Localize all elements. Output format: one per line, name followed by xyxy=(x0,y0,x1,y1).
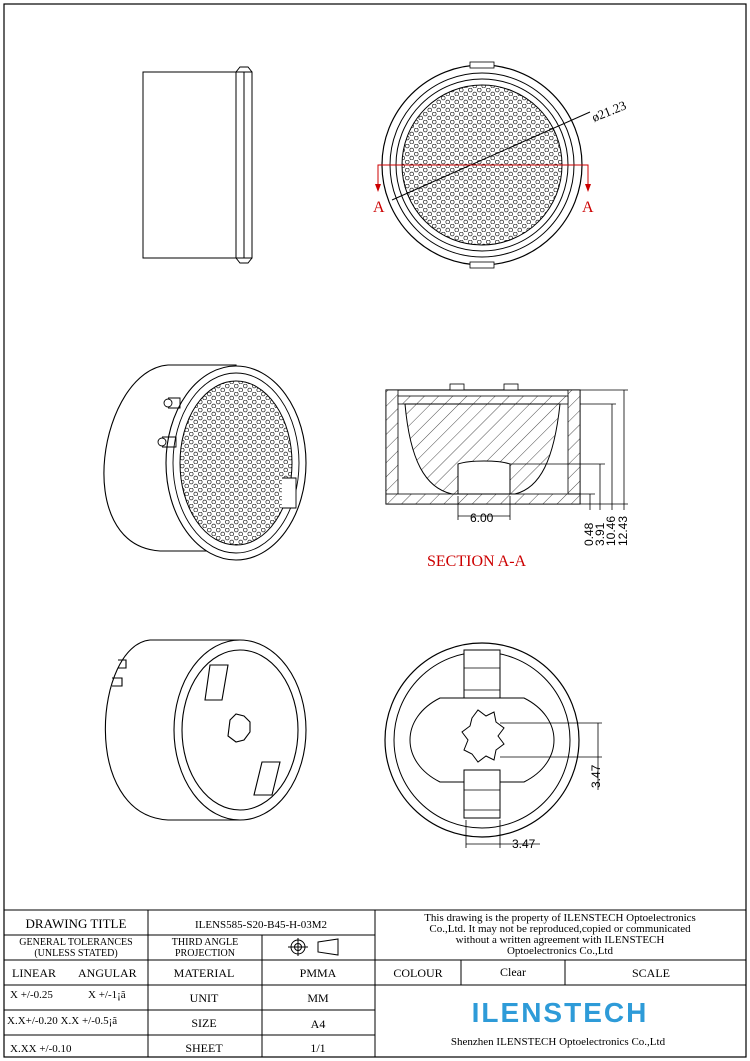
unless-stated: (UNLESS STATED) xyxy=(34,948,117,959)
section-title: SECTION A-A xyxy=(427,553,527,570)
cut-mark-right: A xyxy=(582,199,594,216)
colour-label: COLOUR xyxy=(393,966,442,980)
sheet-value: 1/1 xyxy=(310,1041,325,1055)
drawing-border xyxy=(3,3,747,1058)
company-logo: ILENSTECH xyxy=(472,997,649,1028)
drawing-title: ILENS585-S20-B45-H-03M2 xyxy=(195,919,327,931)
unit-label: UNIT xyxy=(190,991,219,1005)
colour-value: Clear xyxy=(500,965,526,979)
company-name: Shenzhen ILENSTECH Optoelectronics Co.,L… xyxy=(451,1036,666,1048)
tolerance-row-3: X.XX +/-0.10 xyxy=(10,1043,72,1055)
height-dim-4: 12.43 xyxy=(616,516,630,546)
projection-symbol-icon xyxy=(288,938,339,956)
angular-label: ANGULAR xyxy=(78,966,137,980)
width-dim-label: 6.00 xyxy=(470,511,494,525)
bottom-view: 3.47 3.47 xyxy=(384,642,603,851)
diameter-label: ø21.23 xyxy=(590,97,629,124)
scale-label: SCALE xyxy=(632,966,670,980)
bottom-dim-vertical: 3.47 xyxy=(589,764,603,788)
iso-front-view xyxy=(103,364,307,561)
property-line-4: Optoelectronics Co.,Ltd xyxy=(507,945,614,957)
unit-value: MM xyxy=(307,991,329,1005)
top-view: ø21.23 A A xyxy=(373,61,629,269)
property-line-3: without a written agreement with ILENSTE… xyxy=(456,934,665,946)
title-block: DRAWING TITLE ILENS585-S20-B45-H-03M2 GE… xyxy=(3,909,747,1058)
size-label: SIZE xyxy=(191,1016,216,1030)
height-dim-3: 10.46 xyxy=(604,516,618,546)
iso-back-view xyxy=(104,639,307,821)
property-line-1: This drawing is the property of ILENSTEC… xyxy=(424,912,696,924)
height-dim-2: 3.91 xyxy=(593,522,607,546)
tolerance-row-2: X.X+/-0.20 X.X +/-0.5¡ã xyxy=(7,1015,117,1027)
sheet-label: SHEET xyxy=(185,1041,223,1055)
projection-line-1: THIRD ANGLE xyxy=(172,937,238,948)
tolerance-row-1: X +/-0.25 xyxy=(10,989,53,1001)
size-value: A4 xyxy=(311,1017,326,1031)
projection-line-2: PROJECTION xyxy=(175,948,235,959)
cut-mark-left: A xyxy=(373,199,385,216)
material-value: PMMA xyxy=(300,966,337,980)
bottom-dim-horizontal: 3.47 xyxy=(512,837,536,851)
height-dim-1: 0.48 xyxy=(582,522,596,546)
drawing-title-label: DRAWING TITLE xyxy=(26,916,127,931)
material-label: MATERIAL xyxy=(174,966,235,980)
property-line-2: Co.,Ltd. It may not be reproduced,copied… xyxy=(429,923,691,935)
tolerance-row-1-angular: X +/-1¡ã xyxy=(88,989,126,1001)
side-view xyxy=(142,66,253,264)
section-view: 6.00 0.48 3.91 10.46 12.43 SECTION A-A xyxy=(385,383,630,570)
linear-label: LINEAR xyxy=(12,966,56,980)
general-tolerances: GENERAL TOLERANCES xyxy=(19,937,132,948)
